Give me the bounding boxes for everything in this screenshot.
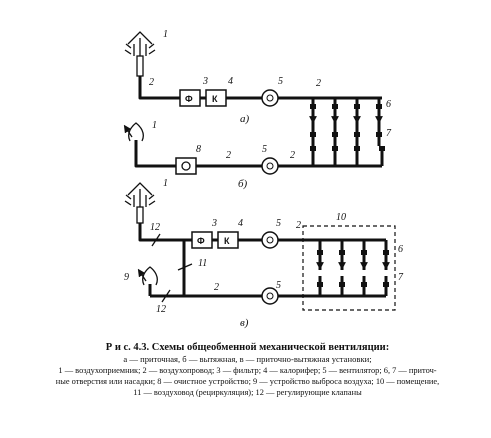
filter-label: Ф xyxy=(185,94,193,104)
exhaust-inlets xyxy=(310,146,385,151)
caption-legend-line: 1 — воздухоприемник; 2 — воздухопровод; … xyxy=(58,366,437,375)
label-7: 7 xyxy=(386,128,392,139)
room-outlets xyxy=(316,250,390,287)
fan-icon xyxy=(261,287,279,305)
label-9: 9 xyxy=(124,272,129,283)
damper-icon xyxy=(161,289,171,303)
cleaning-device-icon xyxy=(175,157,197,175)
label-2: 2 xyxy=(214,282,219,293)
label-8: 8 xyxy=(196,144,201,155)
label-2: 2 xyxy=(226,150,231,161)
subfigure-label-a: а) xyxy=(240,113,250,125)
label-12: 12 xyxy=(150,222,160,233)
label-2: 2 xyxy=(316,78,321,89)
label-5: 5 xyxy=(276,280,281,291)
supply-outlets xyxy=(309,104,383,137)
fan-icon xyxy=(261,231,279,249)
scheme-supply-exhaust xyxy=(124,182,396,311)
label-4: 4 xyxy=(238,218,243,229)
label-1: 1 xyxy=(163,29,168,40)
label-6: 6 xyxy=(398,244,403,255)
label-7: 7 xyxy=(398,272,404,283)
subfigure-label-c: в) xyxy=(240,317,249,329)
fan-icon xyxy=(261,157,279,175)
figure-caption: Р и с. 4.3. Схемы общеобменной механичес… xyxy=(20,341,475,398)
label-5: 5 xyxy=(262,144,267,155)
room-boundary xyxy=(302,225,396,311)
fan-icon xyxy=(261,89,279,107)
caption-legend-line: ные отверстия или насадки; 8 — очистное … xyxy=(55,377,440,386)
damper-icon xyxy=(151,233,161,247)
heater-label: К xyxy=(212,94,218,104)
filter-label: Ф xyxy=(197,236,205,246)
scheme-exhaust xyxy=(123,122,385,175)
air-intake-icon xyxy=(124,182,156,224)
label-3: 3 xyxy=(202,76,208,87)
subfigure-label-b: б) xyxy=(238,178,248,190)
caption-subtitle: а — приточная, б — вытяжная, в — приточн… xyxy=(123,354,372,364)
label-2: 2 xyxy=(290,150,295,161)
duct-supply xyxy=(138,76,180,100)
label-6: 6 xyxy=(386,99,391,110)
label-3: 3 xyxy=(211,218,217,229)
label-11: 11 xyxy=(198,258,207,269)
label-1: 1 xyxy=(152,120,157,131)
label-2: 2 xyxy=(296,220,301,231)
caption-legend-line: 11 — воздуховод (рециркуляция); 12 — рег… xyxy=(133,388,362,397)
scheme-supply xyxy=(124,31,383,146)
label-4: 4 xyxy=(228,76,233,87)
label-5: 5 xyxy=(278,76,283,87)
label-1: 1 xyxy=(163,178,168,189)
exhaust-outlet-icon xyxy=(137,266,158,296)
air-intake-icon xyxy=(124,31,156,77)
label-5: 5 xyxy=(276,218,281,229)
caption-title: Р и с. 4.3. Схемы общеобменной механичес… xyxy=(105,342,390,353)
label-12: 12 xyxy=(156,304,166,315)
label-10: 10 xyxy=(336,212,346,223)
label-2: 2 xyxy=(149,77,154,88)
heater-label: К xyxy=(224,236,230,246)
exhaust-outlet-icon xyxy=(123,122,144,156)
